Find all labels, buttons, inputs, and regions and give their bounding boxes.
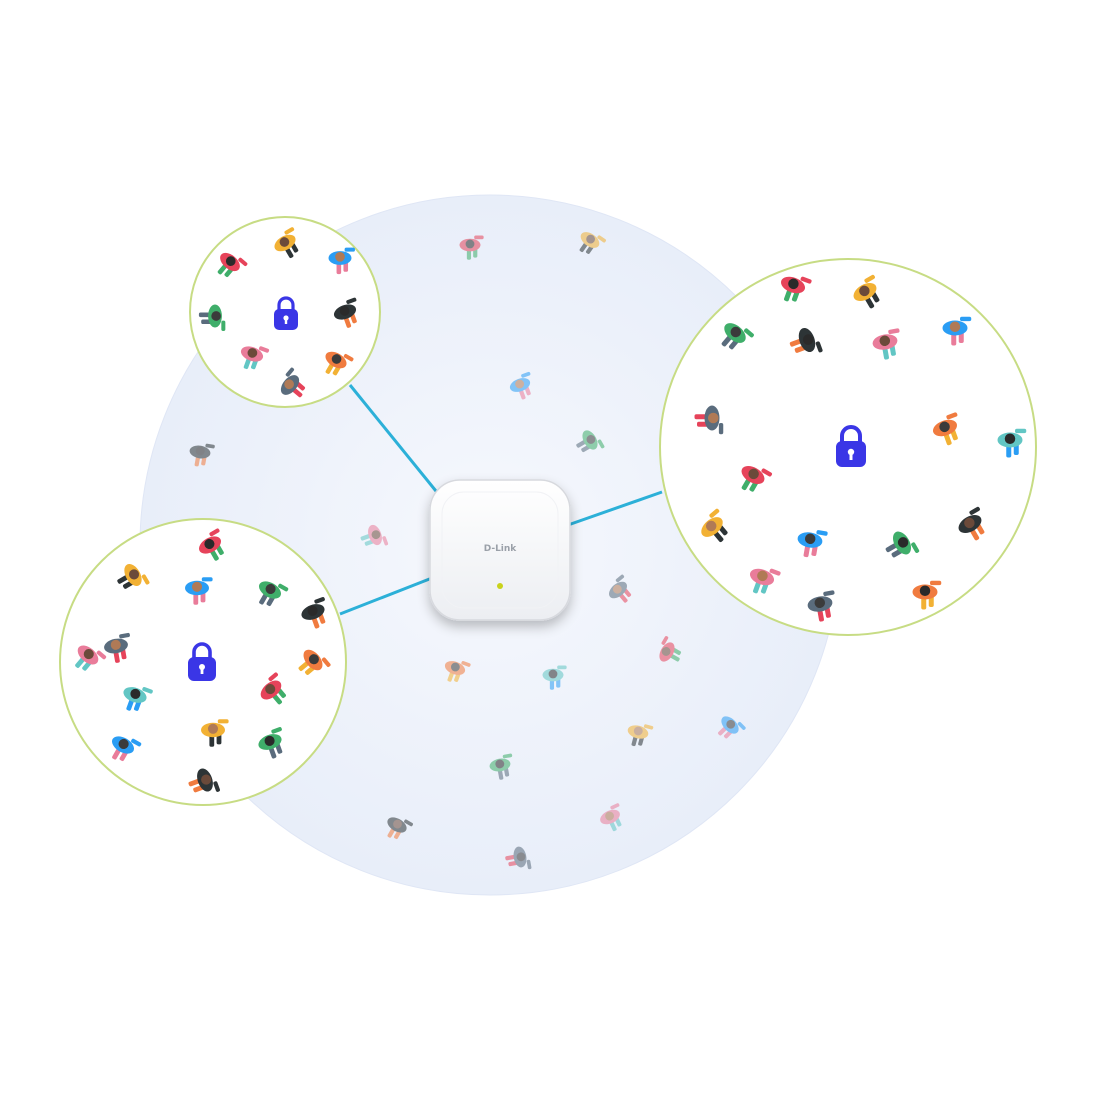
person-topdown-icon	[117, 564, 150, 589]
person-topdown-icon	[333, 297, 357, 328]
person-topdown-icon	[298, 649, 331, 675]
person-topdown-icon	[608, 574, 632, 603]
person-topdown-icon	[112, 736, 142, 762]
person-topdown-icon	[360, 524, 389, 546]
link-line-top-left	[348, 384, 442, 497]
person-topdown-icon	[201, 719, 229, 747]
person-topdown-icon	[627, 724, 654, 747]
person-topdown-icon	[198, 304, 226, 331]
person-topdown-icon	[741, 465, 773, 492]
person-topdown-icon	[780, 276, 812, 302]
person-topdown-icon	[280, 367, 306, 398]
padlock-icon	[274, 296, 298, 330]
person-topdown-icon	[328, 247, 355, 275]
person-topdown-icon	[853, 274, 880, 309]
person-topdown-icon	[444, 661, 471, 682]
person-topdown-icon	[274, 227, 299, 259]
person-topdown-icon	[579, 232, 606, 254]
person-topdown-icon	[199, 528, 224, 561]
person-topdown-icon	[701, 508, 728, 543]
access-point-device: D-Link	[429, 479, 571, 621]
person-topdown-icon	[123, 687, 153, 711]
secured-group-right	[659, 258, 1037, 636]
person-topdown-icon	[912, 580, 942, 610]
person-topdown-icon	[260, 672, 286, 705]
device-brand-label: D-Link	[484, 544, 518, 554]
link-line-bottom-left	[339, 576, 433, 616]
link-line-right	[567, 490, 663, 527]
group-clients-top-left	[198, 227, 357, 398]
person-topdown-icon	[259, 581, 289, 607]
person-topdown-icon	[694, 405, 724, 435]
secured-group-top-left	[189, 216, 381, 408]
person-topdown-icon	[217, 252, 248, 278]
person-topdown-icon	[942, 316, 972, 346]
person-topdown-icon	[749, 568, 781, 594]
person-topdown-icon	[997, 428, 1027, 458]
person-topdown-icon	[885, 531, 920, 558]
person-topdown-icon	[505, 846, 532, 870]
person-topdown-icon	[721, 323, 754, 350]
person-topdown-icon	[104, 632, 130, 663]
secured-group-bottom-left	[59, 518, 347, 806]
person-topdown-icon	[185, 577, 213, 605]
group-clients-right	[694, 274, 1027, 622]
person-topdown-icon	[872, 328, 900, 360]
person-topdown-icon	[509, 371, 531, 400]
person-topdown-icon	[932, 412, 958, 446]
person-topdown-icon	[489, 753, 513, 780]
padlock-icon	[188, 642, 216, 681]
person-topdown-icon	[325, 351, 354, 376]
person-topdown-icon	[958, 506, 985, 541]
person-topdown-icon	[718, 716, 746, 739]
padlock-icon	[836, 425, 866, 467]
status-led	[497, 583, 503, 589]
person-topdown-icon	[387, 817, 413, 840]
person-topdown-icon	[797, 530, 828, 558]
person-topdown-icon	[576, 430, 605, 453]
person-topdown-icon	[75, 645, 107, 671]
person-topdown-icon	[807, 590, 835, 622]
person-topdown-icon	[188, 768, 220, 793]
person-topdown-icon	[659, 636, 682, 662]
person-topdown-icon	[600, 803, 622, 832]
person-topdown-icon	[542, 665, 567, 690]
person-topdown-icon	[459, 235, 484, 260]
person-topdown-icon	[189, 443, 215, 467]
person-topdown-icon	[789, 327, 823, 353]
person-topdown-icon	[258, 727, 283, 759]
person-topdown-icon	[301, 597, 326, 629]
group-clients-bottom-left	[75, 528, 331, 793]
ambient-clients	[189, 232, 746, 870]
person-topdown-icon	[240, 346, 270, 370]
